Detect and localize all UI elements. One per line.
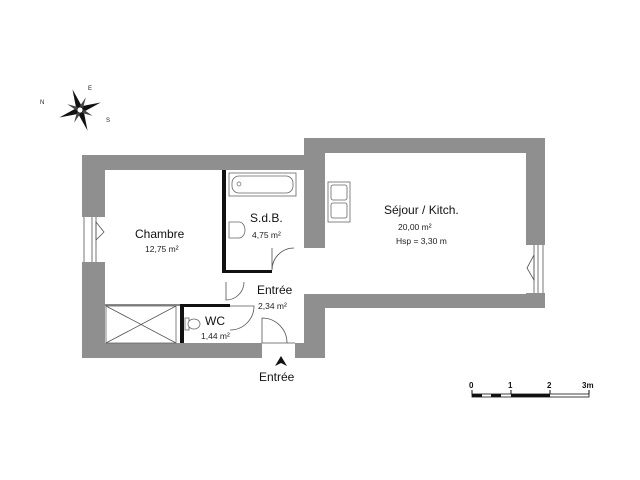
room-name-entree: Entrée <box>257 283 293 297</box>
window-right-icon <box>526 245 545 293</box>
scale-label-3: 3m <box>582 381 594 390</box>
scale-label-2: 2 <box>547 381 552 390</box>
room-name-wc: WC <box>205 314 225 328</box>
room-area-entree: 2,34 m² <box>258 301 287 311</box>
room-area-sejour: 20,00 m² <box>398 222 432 232</box>
kitchen-sink-icon <box>327 181 351 223</box>
scale-label-0: 0 <box>469 381 474 390</box>
entrance-label: Entrée <box>259 370 295 384</box>
entrance-arrow-icon <box>275 356 287 366</box>
scale-bar <box>471 390 590 398</box>
doors <box>225 247 295 344</box>
room-name-sejour: Séjour / Kitch. <box>384 203 459 217</box>
room-height-sejour: Hsp = 3,30 m <box>396 236 447 246</box>
washbasin-icon <box>228 221 246 239</box>
room-area-wc: 1,44 m² <box>201 331 230 341</box>
window-left-icon <box>82 217 105 262</box>
compass-rose-icon <box>59 89 101 131</box>
compass-north-label: N <box>40 100 44 106</box>
scale-label-1: 1 <box>508 381 513 390</box>
toilet-icon <box>184 317 201 331</box>
room-area-sdb: 4,75 m² <box>252 230 281 240</box>
closet <box>105 305 177 344</box>
compass-east-label: E <box>88 86 92 92</box>
room-name-sdb: S.d.B. <box>250 211 283 225</box>
room-name-chambre: Chambre <box>135 227 185 241</box>
bathtub-icon <box>228 172 297 197</box>
room-area-chambre: 12,75 m² <box>145 244 179 254</box>
compass-south-label: S <box>106 118 110 124</box>
